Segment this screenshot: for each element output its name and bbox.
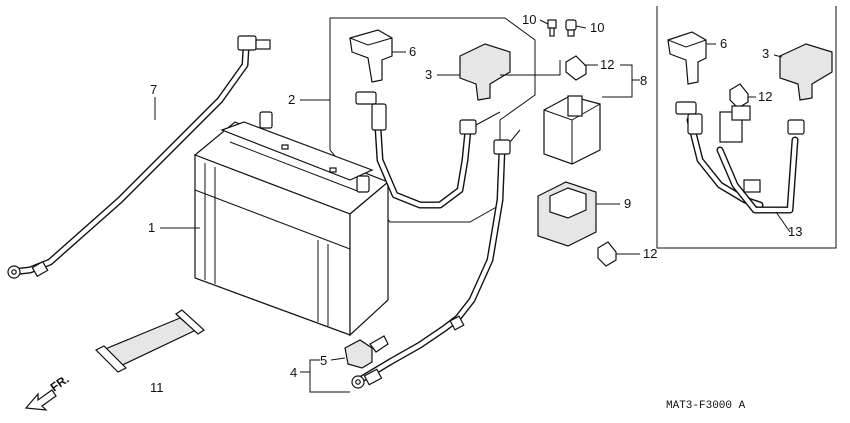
part-label-12b: 12	[643, 246, 657, 261]
bolt-10b	[565, 19, 577, 37]
negative-cable	[7, 35, 271, 279]
part-label-10a: 10	[522, 12, 536, 27]
battery	[193, 111, 390, 337]
fuse-box-cover-9	[537, 181, 597, 247]
sub-harness-13	[675, 101, 805, 214]
terminal-cover-6-variant	[667, 31, 707, 85]
part-label-6b: 6	[720, 36, 727, 51]
part-label-12c: 12	[758, 89, 772, 104]
front-direction-arrow-icon: FR.	[24, 372, 72, 411]
part-label-9: 9	[624, 196, 631, 211]
battery-band	[94, 309, 205, 373]
part-label-1: 1	[148, 220, 155, 235]
part-label-5: 5	[320, 353, 327, 368]
positive-cable	[351, 129, 521, 389]
fuse-12b	[597, 241, 617, 267]
part-label-13: 13	[788, 224, 802, 239]
part-label-6: 6	[409, 44, 416, 59]
positive-holder-cable	[355, 91, 501, 209]
part-label-12a: 12	[600, 57, 614, 72]
part-label-2: 2	[288, 92, 295, 107]
terminal-cover-3-variant	[779, 43, 833, 101]
part-label-10b: 10	[590, 20, 604, 35]
fuse-12a	[565, 55, 587, 81]
part-label-8: 8	[640, 73, 647, 88]
bolt-10a	[547, 19, 557, 37]
fuse-12-variant	[729, 83, 749, 109]
type-variant-frame	[656, 6, 837, 249]
terminal-cover-6	[349, 29, 393, 83]
terminal-boot-5	[344, 335, 389, 369]
leader-lines	[154, 19, 791, 393]
part-label-4: 4	[290, 365, 297, 380]
part-label-11: 11	[150, 380, 164, 395]
fuse-box-8	[543, 95, 601, 165]
terminal-cover-3	[459, 43, 511, 101]
part-label-3: 3	[425, 67, 432, 82]
part-label-7: 7	[150, 82, 157, 97]
part-label-3b: 3	[762, 46, 769, 61]
drawing-code: MAT3-F3000 A	[666, 400, 746, 412]
